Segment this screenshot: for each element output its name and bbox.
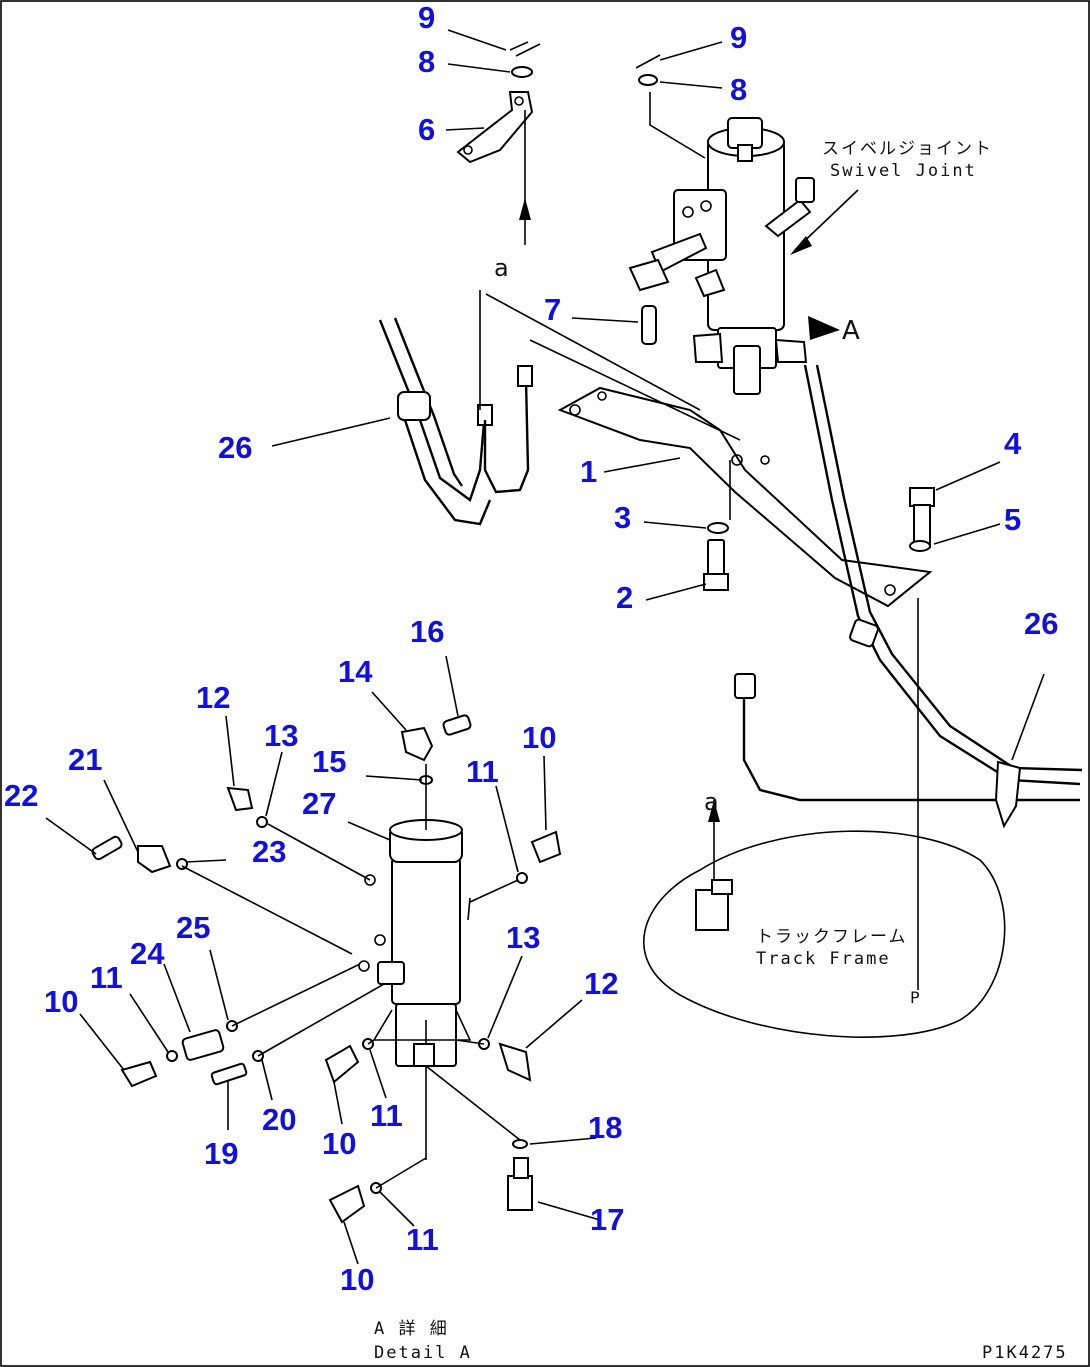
callout-18: 18 [588,1110,623,1145]
callout-leaders [45,29,1045,1265]
callout-3: 3 [614,500,632,535]
drawing-code: P1K4275 [982,1343,1068,1363]
mounting-plate [557,386,933,608]
callout-22: 22 [4,778,39,813]
callout-12: 12 [196,680,231,715]
callout-11: 11 [466,754,499,789]
track-frame-label-en: Track Frame [756,949,891,969]
reference-letter-a: a [494,254,509,282]
bolt-part-right [909,487,935,548]
hose-assembly-upper [378,317,533,526]
hose-assembly-lower [734,364,1083,829]
callout-16: 16 [410,614,445,649]
callout-24: 24 [130,936,165,971]
callout-10: 10 [340,1262,375,1297]
reference-letter-p: P [910,988,920,1007]
callout-26: 26 [1024,606,1059,641]
callout-15: 15 [312,744,347,779]
callout-5: 5 [1004,502,1022,537]
pin-part [641,305,657,345]
washer-part-right [909,540,931,552]
callout-14: 14 [338,654,373,689]
reference-arrow-a [519,110,531,245]
callout-10: 10 [44,984,79,1019]
callout-4: 4 [1004,426,1022,461]
callout-11: 11 [406,1222,439,1257]
callout-10: 10 [522,720,557,755]
callout-25: 25 [176,910,211,945]
callout-17: 17 [590,1202,625,1237]
callout-27: 27 [302,786,337,821]
callout-13: 13 [264,718,299,753]
callout-26: 26 [218,430,253,465]
callout-8: 8 [418,44,436,79]
track-frame-label-jp: トラックフレーム [756,927,908,947]
callout-11: 11 [90,960,123,995]
callout-10: 10 [322,1126,357,1161]
callout-13: 13 [506,920,541,955]
view-arrow-label: A [842,316,860,346]
track-bracket [695,800,733,931]
callout-7: 7 [544,292,562,327]
callout-23: 23 [252,834,287,869]
detail-label-en: Detail A [374,1343,472,1363]
callout-9: 9 [418,0,436,35]
callout-2: 2 [616,580,634,615]
bracket-part [456,91,534,164]
bolt-part [703,539,729,591]
detail-label-jp: A 詳 細 [374,1319,449,1339]
callout-11: 11 [370,1098,403,1133]
track-frame-outline [643,830,1006,1038]
callout-6: 6 [418,112,436,147]
callout-1: 1 [580,454,598,489]
callout-21: 21 [68,742,103,777]
callout-12: 12 [584,966,619,1001]
swivel-joint-label-en: Swivel Joint [830,161,977,181]
leader-a-upper [479,290,701,411]
pin-clip-right [635,54,706,159]
pin-clip-left [509,41,541,78]
reference-letter-a: a [704,788,719,816]
washer-part [707,522,729,534]
view-arrow [808,316,840,340]
callout-20: 20 [262,1102,297,1137]
callout-19: 19 [204,1136,239,1171]
callout-8: 8 [730,72,748,107]
swivel-joint [628,117,815,395]
swivel-joint-label-jp: スイベルジョイント [822,139,993,159]
callout-9: 9 [730,20,748,55]
fitting-group [91,714,562,1224]
detail-leaders [181,764,521,1189]
